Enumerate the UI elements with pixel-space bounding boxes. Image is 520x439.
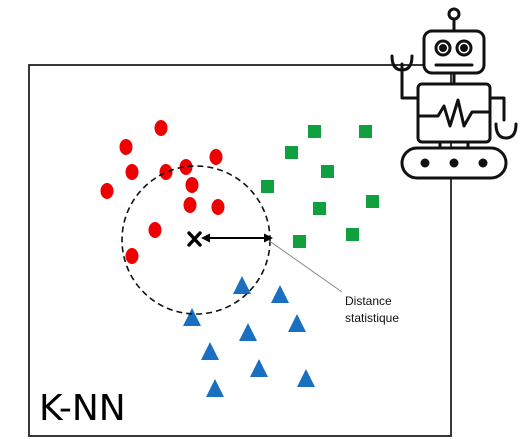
red-point <box>211 199 225 215</box>
blue-point <box>206 379 224 397</box>
blue-point <box>288 314 306 332</box>
annotation-leader-line <box>267 239 343 293</box>
annotation-line-2: statistique <box>345 311 399 325</box>
blue-point <box>233 276 251 294</box>
red-point <box>154 120 168 136</box>
green-point <box>346 228 359 241</box>
robot-icon <box>390 7 518 180</box>
neighborhood-circle <box>121 165 271 315</box>
red-point <box>209 149 223 165</box>
blue-point <box>271 285 289 303</box>
blue-point <box>201 342 219 360</box>
green-point <box>308 125 321 138</box>
blue-point <box>250 359 268 377</box>
class-blue-points <box>183 276 315 397</box>
annotation-line-1: Distance <box>345 294 392 308</box>
green-point <box>293 235 306 248</box>
class-green-points <box>261 125 379 248</box>
green-point <box>321 165 334 178</box>
blue-point <box>183 308 201 326</box>
diagram-frame <box>28 64 452 437</box>
red-point <box>183 197 197 213</box>
red-point <box>119 139 133 155</box>
red-point <box>159 164 173 180</box>
distance-arrow <box>201 233 273 243</box>
green-point <box>285 146 298 159</box>
diagram-title: K-NN <box>39 388 126 429</box>
red-point <box>148 222 162 238</box>
green-point <box>366 195 379 208</box>
red-point <box>179 159 193 175</box>
class-red-points <box>100 120 225 264</box>
blue-point <box>297 369 315 387</box>
red-point <box>125 248 139 264</box>
red-point <box>185 177 199 193</box>
blue-point <box>239 323 257 341</box>
green-point <box>313 202 326 215</box>
x-mark-icon <box>187 231 202 247</box>
red-point <box>125 164 139 180</box>
green-point <box>261 180 274 193</box>
green-point <box>359 125 372 138</box>
red-point <box>100 183 114 199</box>
